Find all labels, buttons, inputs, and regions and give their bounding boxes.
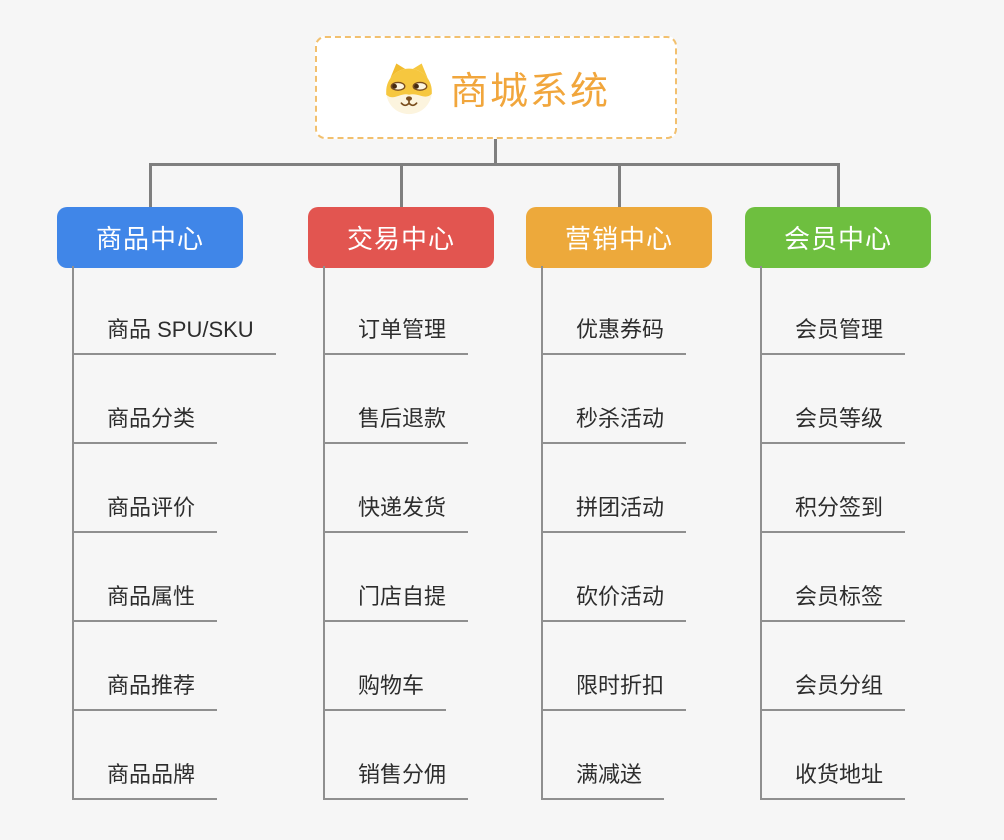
branch-children: 订单管理售后退款快递发货门店自提购物车销售分佣: [323, 266, 494, 800]
leaf-node[interactable]: 会员分组: [762, 622, 906, 711]
branch-label: 会员中心: [783, 224, 892, 254]
branch-drop-line: [617, 163, 621, 207]
leaf-node[interactable]: 会员标签: [762, 533, 906, 622]
leaf-node[interactable]: 销售分佣: [325, 711, 469, 800]
leaf-node[interactable]: 商品 SPU/SKU: [74, 266, 276, 355]
leaf-node[interactable]: 购物车: [325, 622, 447, 711]
leaf-node[interactable]: 商品属性: [74, 533, 218, 622]
leaf-node[interactable]: 订单管理: [325, 266, 469, 355]
horizontal-line: [148, 163, 840, 166]
branch-column: 营销中心 优惠券码秒杀活动拼团活动砍价活动限时折扣满减送: [526, 207, 712, 800]
leaf-node[interactable]: 商品分类: [74, 355, 218, 444]
branch-label: 交易中心: [346, 224, 455, 254]
branch-drop-line: [148, 163, 152, 207]
leaf-node[interactable]: 砍价活动: [543, 533, 687, 622]
branch-children: 会员管理会员等级积分签到会员标签会员分组收货地址: [760, 266, 931, 800]
branch-label: 营销中心: [564, 224, 673, 254]
branch-children: 优惠券码秒杀活动拼团活动砍价活动限时折扣满减送: [541, 266, 712, 800]
leaf-node[interactable]: 会员等级: [762, 355, 906, 444]
root-node[interactable]: 商城系统: [315, 36, 677, 139]
branch-label: 商品中心: [95, 224, 204, 254]
leaf-node[interactable]: 门店自提: [325, 533, 469, 622]
leaf-node[interactable]: 收货地址: [762, 711, 906, 800]
doge-icon: [382, 61, 436, 115]
branch-header[interactable]: 商品中心: [57, 207, 243, 268]
leaf-node[interactable]: 快递发货: [325, 444, 469, 533]
leaf-node[interactable]: 积分签到: [762, 444, 906, 533]
root-stub-line: [493, 139, 497, 166]
branch-header[interactable]: 会员中心: [745, 207, 931, 268]
branch-drop-line: [836, 163, 840, 207]
branch-header[interactable]: 营销中心: [526, 207, 712, 268]
leaf-node[interactable]: 商品品牌: [74, 711, 218, 800]
leaf-node[interactable]: 商品推荐: [74, 622, 218, 711]
root-title: 商城系统: [449, 71, 610, 113]
leaf-node[interactable]: 商品评价: [74, 444, 218, 533]
leaf-node[interactable]: 限时折扣: [543, 622, 687, 711]
leaf-node[interactable]: 会员管理: [762, 266, 906, 355]
branch-column: 会员中心 会员管理会员等级积分签到会员标签会员分组收货地址: [745, 207, 931, 800]
leaf-node[interactable]: 售后退款: [325, 355, 469, 444]
leaf-node[interactable]: 秒杀活动: [543, 355, 687, 444]
leaf-node[interactable]: 满减送: [543, 711, 665, 800]
leaf-node[interactable]: 优惠券码: [543, 266, 687, 355]
branch-header[interactable]: 交易中心: [308, 207, 494, 268]
branch-column: 交易中心 订单管理售后退款快递发货门店自提购物车销售分佣: [308, 207, 494, 800]
leaf-node[interactable]: 拼团活动: [543, 444, 687, 533]
branch-drop-line: [399, 163, 403, 207]
